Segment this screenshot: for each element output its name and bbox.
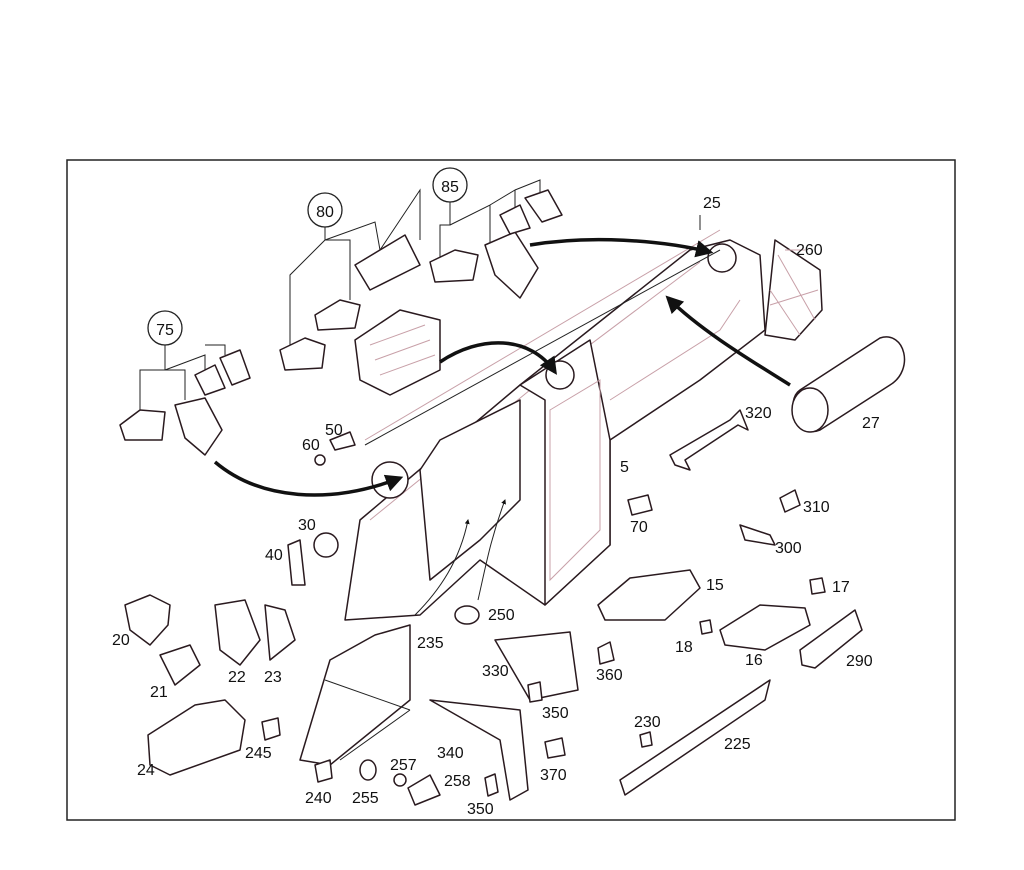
callout-label: 75 — [156, 322, 174, 339]
dashboard-carrier — [344, 229, 766, 621]
part-label-350-lower: 350 — [467, 801, 494, 818]
part-24-trim — [147, 699, 246, 776]
part-label-235: 235 — [417, 635, 444, 652]
part-label-17: 17 — [832, 579, 850, 596]
part-label-60: 60 — [302, 437, 320, 454]
part-label-370: 370 — [540, 767, 567, 784]
part-21-clip — [159, 644, 201, 686]
part-labels: 25 260 27 320 5 50 60 30 40 70 310 300 15 17 18 16 290 20… — [112, 195, 880, 818]
part-258 — [407, 774, 441, 806]
part-label-258: 258 — [444, 773, 471, 790]
part-label-255: 255 — [352, 790, 379, 807]
arrow-235 — [414, 519, 470, 616]
part-label-257: 257 — [390, 757, 417, 774]
vent-group-85 — [429, 167, 563, 299]
part-30-ring — [313, 532, 339, 558]
part-label-360: 360 — [596, 667, 623, 684]
part-290-cover — [799, 609, 863, 669]
part-label-21: 21 — [150, 684, 168, 701]
part-label-350: 350 — [542, 705, 569, 722]
part-260-grille — [764, 239, 823, 341]
part-label-330: 330 — [482, 663, 509, 680]
part-label-290: 290 — [846, 653, 873, 670]
callout-label: 80 — [316, 204, 334, 221]
part-label-320: 320 — [745, 405, 772, 422]
part-label-16: 16 — [745, 652, 763, 669]
arrow-27 — [665, 295, 791, 387]
part-320-handle — [669, 409, 749, 471]
part-label-70: 70 — [630, 519, 648, 536]
part-label-340: 340 — [437, 745, 464, 762]
part-240 — [314, 759, 333, 783]
part-350-upper — [527, 681, 543, 703]
part-225-glovebox — [619, 679, 771, 796]
arrow-80 — [439, 341, 557, 375]
part-label-40: 40 — [265, 547, 283, 564]
part-16-holder — [719, 604, 811, 651]
vent-group-80 — [279, 188, 441, 396]
part-label-30: 30 — [298, 517, 316, 534]
part-label-300: 300 — [775, 540, 802, 557]
part-15-switch-panel — [597, 569, 701, 621]
part-label-22: 22 — [228, 669, 246, 686]
part-23-bracket — [264, 604, 296, 661]
arrow-75 — [213, 460, 404, 497]
small-fasteners — [261, 431, 826, 759]
part-label-15: 15 — [706, 577, 724, 594]
diagram-frame — [66, 159, 956, 821]
part-label-240: 240 — [305, 790, 332, 807]
part-340-panel — [429, 699, 529, 801]
part-40-bracket — [287, 539, 306, 586]
part-250-grommet — [454, 605, 480, 625]
part-255 — [359, 759, 377, 781]
arrow-85 — [529, 237, 714, 258]
part-27-airbag — [791, 336, 906, 433]
part-label-5: 5 — [620, 459, 629, 476]
part-350-lower — [484, 773, 499, 797]
arrow-250 — [477, 499, 506, 601]
part-label-310: 310 — [803, 499, 830, 516]
part-label-18: 18 — [675, 639, 693, 656]
part-label-230: 230 — [634, 714, 661, 731]
part-20-panel — [124, 594, 171, 646]
part-label-27: 27 — [862, 415, 880, 432]
part-22-panel — [214, 599, 261, 666]
vent-group-75 — [119, 310, 251, 456]
part-235-knee-panel — [299, 624, 411, 766]
part-label-25: 25 — [703, 195, 721, 212]
part-label-250: 250 — [488, 607, 515, 624]
part-label-20: 20 — [112, 632, 130, 649]
part-label-245: 245 — [245, 745, 272, 762]
part-label-24: 24 — [137, 762, 155, 779]
part-330-plate — [494, 631, 579, 701]
part-label-225: 225 — [724, 736, 751, 753]
part-257 — [393, 773, 407, 787]
part-label-23: 23 — [264, 669, 282, 686]
callout-label: 85 — [441, 179, 459, 196]
part-label-260: 260 — [796, 242, 823, 259]
part-label-50: 50 — [325, 422, 343, 439]
